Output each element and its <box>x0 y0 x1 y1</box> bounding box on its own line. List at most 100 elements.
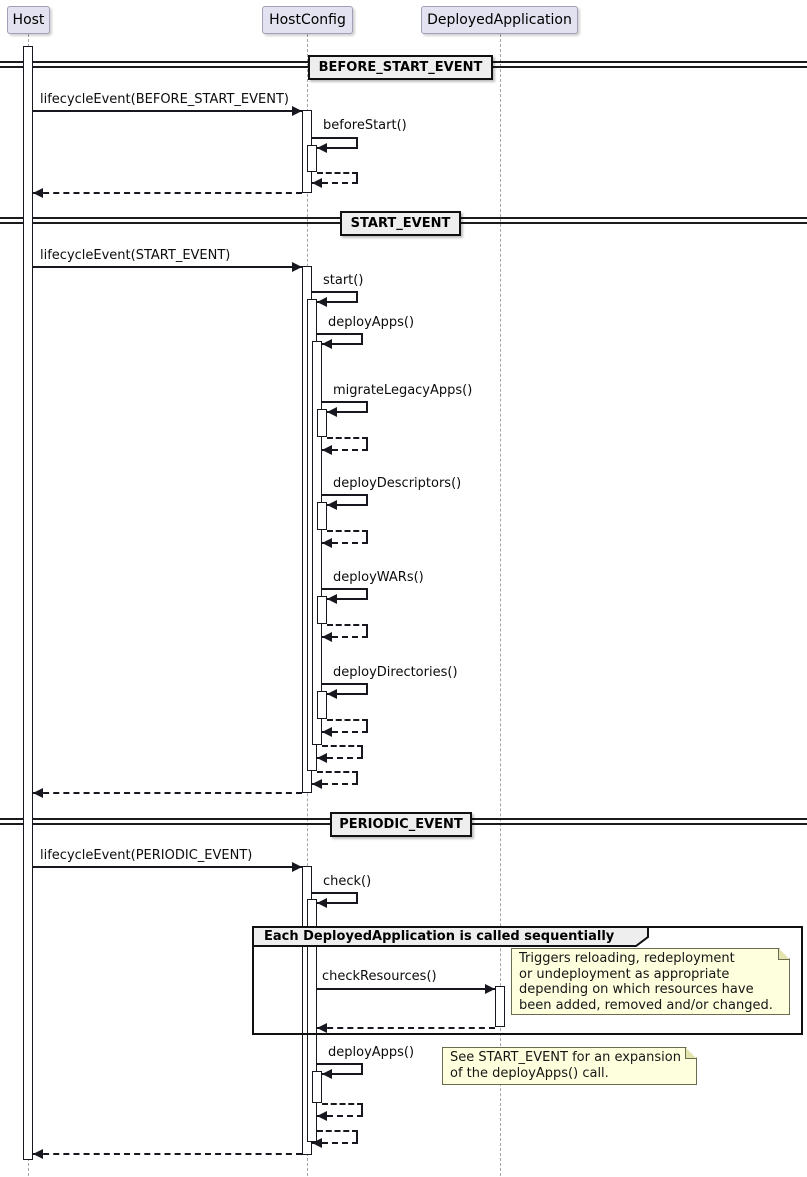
arrowhead-icon-lifecycle-periodic-event <box>292 862 302 872</box>
message-label-start-call: start() <box>323 273 364 288</box>
message-line-lifecycle-start-event <box>33 266 302 268</box>
message-label-lifecycle-periodic-event: lifecycleEvent(PERIODIC_EVENT) <box>40 848 253 863</box>
selfcall-top-deploy-descriptors-return <box>327 530 368 532</box>
message-line-return-check-resources <box>317 1027 495 1029</box>
participant-deployedapplication: DeployedApplication <box>421 6 578 34</box>
arrowhead-icon-periodic-deploy-apps-return <box>317 1111 327 1121</box>
selfcall-top-deploy-wars-call <box>322 588 368 590</box>
selfcall-side-before-start-return <box>356 172 358 182</box>
note-check-resources-line: depending on which resources have <box>519 982 754 997</box>
selfcall-side-deploy-descriptors-call <box>366 494 368 504</box>
activation-deployed-application-bar <box>495 986 505 1027</box>
selfcall-bottom-deploy-apps-return <box>317 757 363 759</box>
arrowhead-icon-deploy-descriptors-return <box>322 538 332 548</box>
selfcall-bottom-deploy-descriptors-call <box>327 504 368 506</box>
arrowhead-icon-before-start-return <box>312 178 322 188</box>
arrowhead-icon-migrate-legacy-apps-return <box>322 445 332 455</box>
selfcall-side-before-start-call <box>356 137 358 147</box>
selfcall-bottom-start-call <box>317 301 358 303</box>
selfcall-side-periodic-deploy-apps-return <box>361 1103 363 1115</box>
message-line-lifecycle-periodic-event <box>33 866 302 868</box>
note-check-resources-line: been added, removed and/or changed. <box>519 997 773 1013</box>
arrowhead-icon-deploy-directories-call <box>327 689 337 699</box>
selfcall-bottom-check-call <box>317 902 358 904</box>
selfcall-bottom-deploy-wars-return <box>322 636 368 638</box>
arrowhead-icon-deploy-wars-call <box>327 594 337 604</box>
arrowhead-icon-migrate-legacy-apps-call <box>327 407 337 417</box>
selfcall-top-periodic-deploy-apps-return <box>322 1103 363 1105</box>
divider-periodic-event: PERIODIC_EVENT <box>330 812 472 837</box>
selfcall-side-deploy-directories-call <box>366 683 368 693</box>
selfcall-top-check-return <box>317 1130 358 1132</box>
note-deploy-apps-line: of the deployApps() call. <box>450 1065 609 1081</box>
selfcall-bottom-deploy-directories-return <box>322 731 368 733</box>
selfcall-side-check-return <box>356 1130 358 1142</box>
selfcall-top-before-start-call <box>312 137 358 139</box>
divider-start-event: START_EVENT <box>340 211 461 236</box>
selfcall-bottom-before-start-return <box>312 182 358 184</box>
message-label-deploy-descriptors-call: deployDescriptors() <box>333 476 462 491</box>
selfcall-bottom-periodic-deploy-apps-call <box>322 1073 363 1075</box>
selfcall-top-periodic-deploy-apps-call <box>317 1063 363 1065</box>
selfcall-bottom-check-return <box>312 1142 358 1144</box>
arrowhead-icon-check-call <box>317 898 327 908</box>
selfcall-top-migrate-legacy-apps-return <box>327 437 368 439</box>
selfcall-bottom-migrate-legacy-apps-return <box>322 449 368 451</box>
note-fold-icon <box>778 949 789 960</box>
message-line-check-resources <box>317 988 495 990</box>
selfcall-top-deploy-directories-call <box>322 683 368 685</box>
selfcall-side-deploy-descriptors-return <box>366 530 368 542</box>
note-check-resources-line: Triggers reloading, redeployment <box>519 951 735 966</box>
lifeline-deployedapplication <box>500 34 501 1176</box>
message-label-check-resources: checkResources() <box>322 969 437 984</box>
selfcall-side-deploy-wars-return <box>366 624 368 636</box>
message-line-lifecycle-before-start-event <box>33 110 302 112</box>
selfcall-bottom-before-start-call <box>317 147 358 149</box>
activation-deploy-directories-bar <box>317 691 327 719</box>
message-line-return-before-start-event <box>33 192 302 194</box>
message-label-before-start-call: beforeStart() <box>323 118 407 133</box>
selfcall-top-start-return <box>317 771 358 773</box>
group-label: Each DeployedApplication is called seque… <box>264 929 615 944</box>
selfcall-side-migrate-legacy-apps-return <box>366 437 368 449</box>
arrowhead-icon-periodic-deploy-apps-call <box>322 1069 332 1079</box>
participant-hostconfig: HostConfig <box>262 6 353 34</box>
selfcall-top-deploy-wars-return <box>327 624 368 626</box>
selfcall-side-deploy-apps-return <box>361 745 363 757</box>
arrowhead-icon-deploy-wars-return <box>322 632 332 642</box>
message-label-lifecycle-start-event: lifecycleEvent(START_EVENT) <box>40 248 231 263</box>
selfcall-bottom-start-return <box>312 783 358 785</box>
arrowhead-icon-return-check-resources <box>317 1023 327 1033</box>
selfcall-top-deploy-apps-return <box>322 745 363 747</box>
selfcall-side-deploy-apps-call <box>361 333 363 343</box>
participant-host: Host <box>7 6 50 34</box>
arrowhead-icon-return-start-event <box>33 788 43 798</box>
selfcall-top-deploy-apps-call <box>317 333 363 335</box>
arrowhead-icon-start-return <box>312 779 322 789</box>
selfcall-bottom-deploy-descriptors-return <box>322 542 368 544</box>
selfcall-side-migrate-legacy-apps-call <box>366 401 368 411</box>
message-label-check-call: check() <box>323 874 372 889</box>
message-line-return-periodic-event <box>33 1153 302 1155</box>
selfcall-top-deploy-descriptors-call <box>322 494 368 496</box>
selfcall-side-deploy-wars-call <box>366 588 368 598</box>
note-fold-icon <box>685 1048 696 1059</box>
selfcall-bottom-deploy-directories-call <box>327 693 368 695</box>
selfcall-side-periodic-deploy-apps-call <box>361 1063 363 1073</box>
arrowhead-icon-lifecycle-before-start-event <box>292 106 302 116</box>
group-header <box>252 926 650 948</box>
selfcall-side-deploy-directories-return <box>366 719 368 731</box>
selfcall-bottom-periodic-deploy-apps-return <box>317 1115 363 1117</box>
activation-deploy-descriptors-bar <box>317 502 327 530</box>
selfcall-top-before-start-return <box>317 172 358 174</box>
arrowhead-icon-lifecycle-start-event <box>292 262 302 272</box>
activation-start-level3 <box>312 341 322 745</box>
message-label-deploy-apps-call: deployApps() <box>328 315 415 330</box>
arrowhead-icon-deploy-directories-return <box>322 727 332 737</box>
arrowhead-icon-check-return <box>312 1138 322 1148</box>
arrowhead-icon-deploy-descriptors-call <box>327 500 337 510</box>
arrowhead-icon-start-call <box>317 297 327 307</box>
